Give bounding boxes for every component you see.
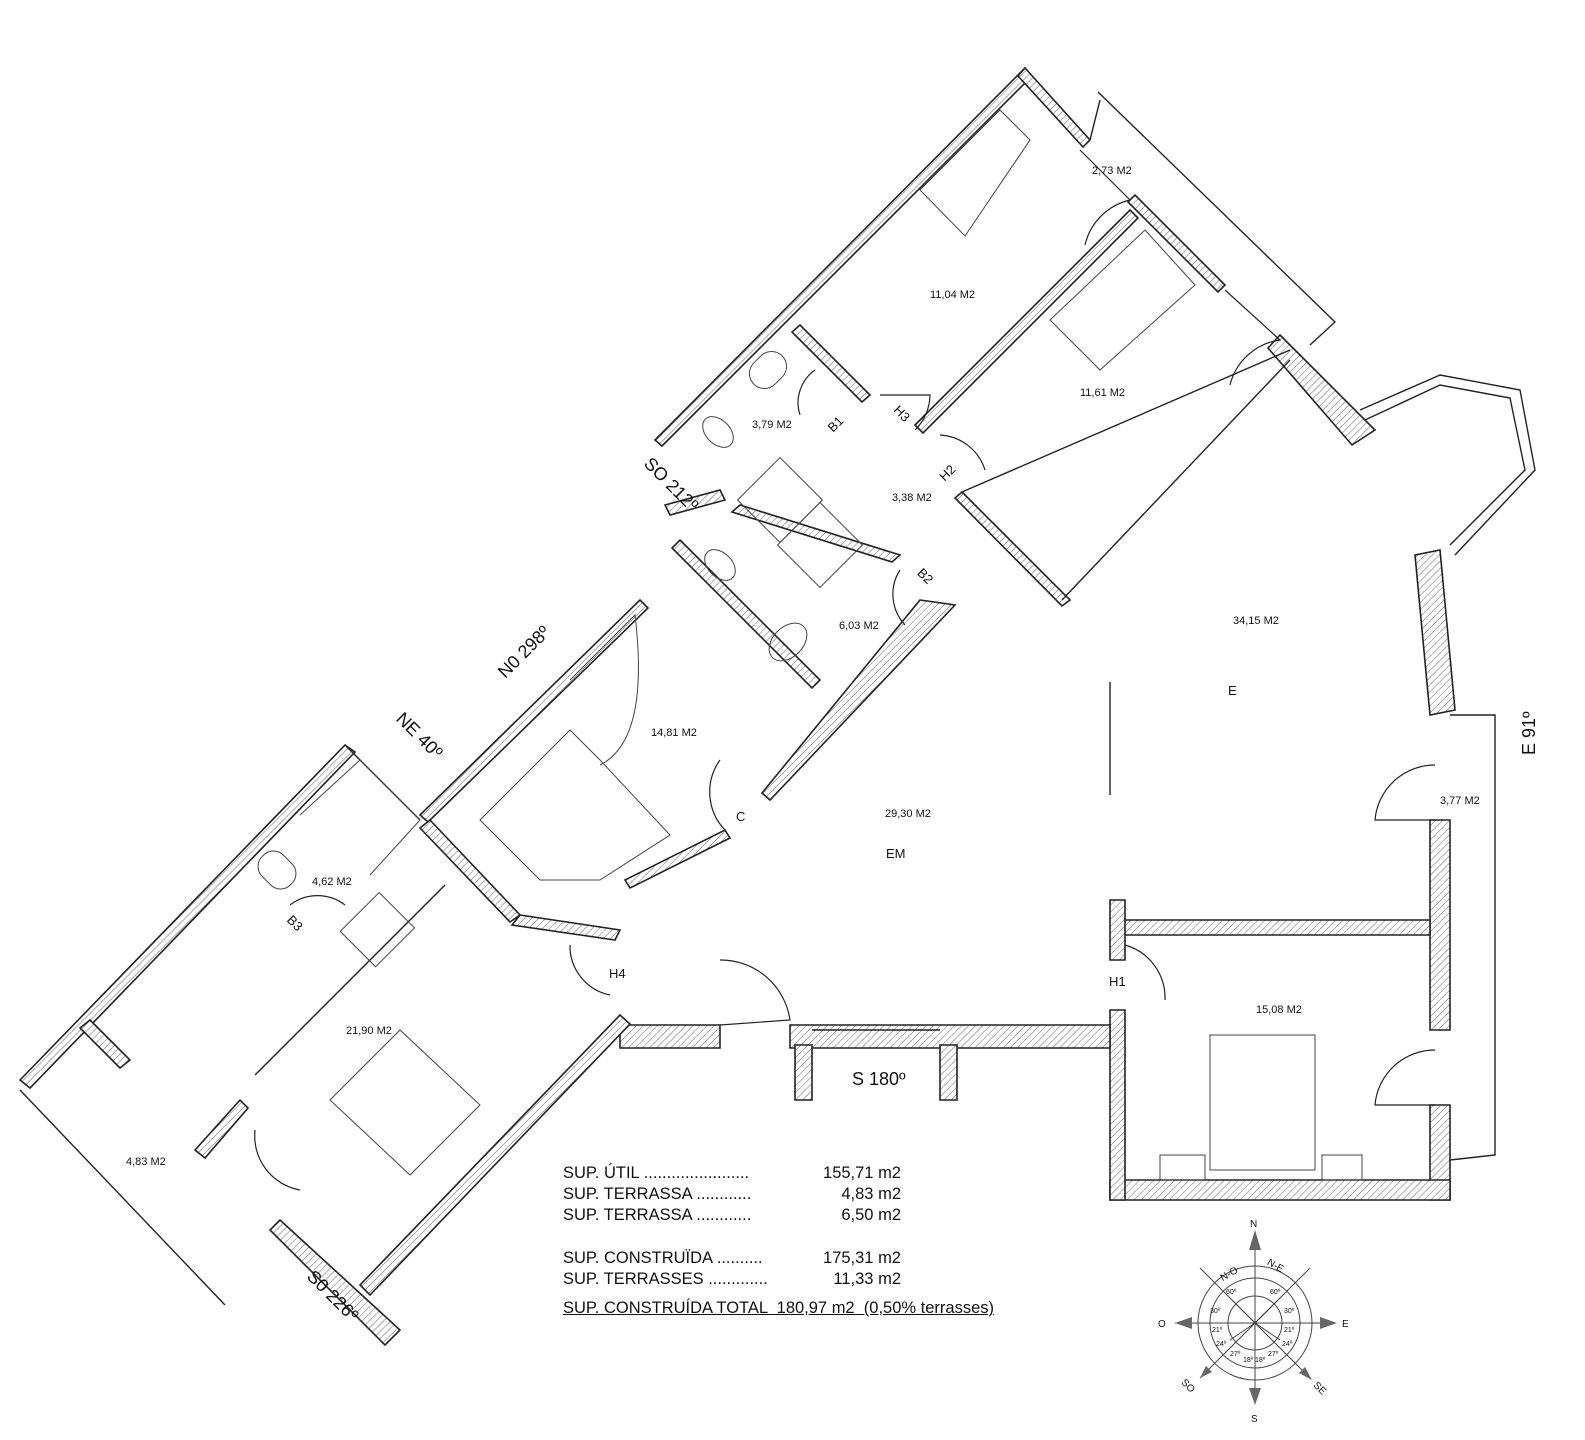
area-util-value: 155,71 m2: [823, 1164, 901, 1182]
room-area-r13: 15,08 M2: [1256, 1004, 1302, 1016]
compass-deg-24a: 24º: [1216, 1341, 1227, 1348]
label-b1: B1: [825, 413, 847, 435]
area-util-row: SUP. ÚTIL ....................... 155,71…: [563, 1163, 1123, 1184]
room-area-r8: 14,81 M2: [651, 727, 697, 739]
label-h4: H4: [609, 966, 626, 981]
orientation-no298: N0 298º: [494, 622, 554, 682]
label-h1: H1: [1109, 974, 1126, 989]
area-construida-label: SUP. CONSTRUÏDA ..........: [563, 1249, 763, 1267]
area-construida-value: 175,31 m2: [823, 1249, 901, 1267]
area-summary: SUP. ÚTIL ....................... 155,71…: [563, 1163, 1123, 1319]
area-terrassa2-label: SUP. TERRASSA ............: [563, 1206, 752, 1224]
area-terrassa2-value: 6,50 m2: [841, 1206, 901, 1224]
room-area-r3: 11,61 M2: [1080, 387, 1125, 399]
label-em: EM: [886, 846, 906, 861]
living-area: [569, 374, 1536, 1201]
compass-no: N-O: [1219, 1265, 1241, 1284]
area-terrasses-value: 11,33 m2: [833, 1270, 901, 1288]
room-area-r2: 11,04 M2: [930, 289, 975, 301]
room-area-r9: 29,30 M2: [885, 808, 931, 820]
area-terrassa1-label: SUP. TERRASSA ............: [563, 1185, 752, 1203]
label-c: C: [736, 809, 745, 824]
orientation-ne40: NE 40º: [392, 708, 446, 762]
room-area-r10: 3,77 M2: [1440, 795, 1480, 807]
area-util-label: SUP. ÚTIL .......................: [563, 1164, 750, 1182]
compass-n: N: [1250, 1219, 1257, 1230]
compass-deg-18a: 18º: [1243, 1357, 1254, 1364]
south-wing: [18, 743, 632, 1347]
compass-so: SO: [1179, 1377, 1197, 1395]
label-h3: H3: [891, 402, 913, 424]
compass-deg-60a: 60º: [1226, 1289, 1237, 1296]
compass-e: E: [1342, 1319, 1349, 1330]
southwest-arrow-icon: [1200, 1366, 1212, 1378]
compass-deg-18b: 18º: [1255, 1357, 1266, 1364]
room-area-r4: 3,79 M2: [752, 419, 792, 431]
compass-s: S: [1251, 1414, 1258, 1425]
orientation-s180: S 180º: [852, 1069, 906, 1089]
room-area-r1: 2,73 M2: [1092, 165, 1132, 177]
room-area-r11: 4,62 M2: [312, 876, 352, 888]
north-wing: [653, 66, 1377, 608]
compass-deg-24b: 24º: [1282, 1341, 1293, 1348]
compass-deg-21a: 21º: [1212, 1327, 1223, 1334]
area-terrassa1-value: 4,83 m2: [841, 1185, 901, 1203]
label-b2: B2: [914, 565, 936, 587]
west-arrow-icon: [1175, 1317, 1192, 1329]
area-construida-row: SUP. CONSTRUÏDA .......... 175,31 m2: [563, 1248, 1123, 1269]
area-total: SUP. CONSTRUÍDA TOTAL 180,97 m2 (0,50% t…: [563, 1299, 994, 1317]
compass-se: SE: [1311, 1380, 1328, 1397]
label-b3: B3: [284, 912, 306, 934]
compass-deg-21b: 21º: [1284, 1327, 1295, 1334]
compass-deg-30a: 30º: [1210, 1308, 1221, 1315]
compass-deg-27a: 27º: [1230, 1351, 1241, 1358]
central-core: [418, 456, 957, 941]
area-terrasses-row: SUP. TERRASSES ............. 11,33 m2: [563, 1269, 1123, 1290]
compass-deg-27b: 27º: [1268, 1351, 1279, 1358]
room-area-r7: 34,15 M2: [1233, 615, 1279, 627]
compass-deg-60b: 60º: [1270, 1289, 1281, 1296]
label-e: E: [1228, 683, 1237, 698]
room-area-r5: 3,38 M2: [892, 492, 932, 504]
orientation-e91: E 91º: [1519, 711, 1539, 755]
area-terrasses-label: SUP. TERRASSES .............: [563, 1270, 768, 1288]
room-area-r14: 4,83 M2: [126, 1156, 166, 1168]
compass-o: O: [1158, 1319, 1166, 1330]
compass-rose: [1175, 1230, 1337, 1405]
area-terrassa2-row: SUP. TERRASSA ............ 6,50 m2: [563, 1205, 1123, 1226]
east-arrow-icon: [1320, 1317, 1337, 1329]
room-area-r6: 6,03 M2: [839, 620, 879, 632]
room-area-r12: 21,90 M2: [346, 1025, 392, 1037]
compass-deg-30b: 30º: [1284, 1308, 1295, 1315]
south-arrow-icon: [1249, 1388, 1261, 1405]
label-h2: H2: [936, 462, 958, 484]
southeast-arrow-icon: [1299, 1367, 1312, 1380]
north-arrow-icon: [1249, 1230, 1261, 1250]
area-terrassa1-row: SUP. TERRASSA ............ 4,83 m2: [563, 1184, 1123, 1205]
